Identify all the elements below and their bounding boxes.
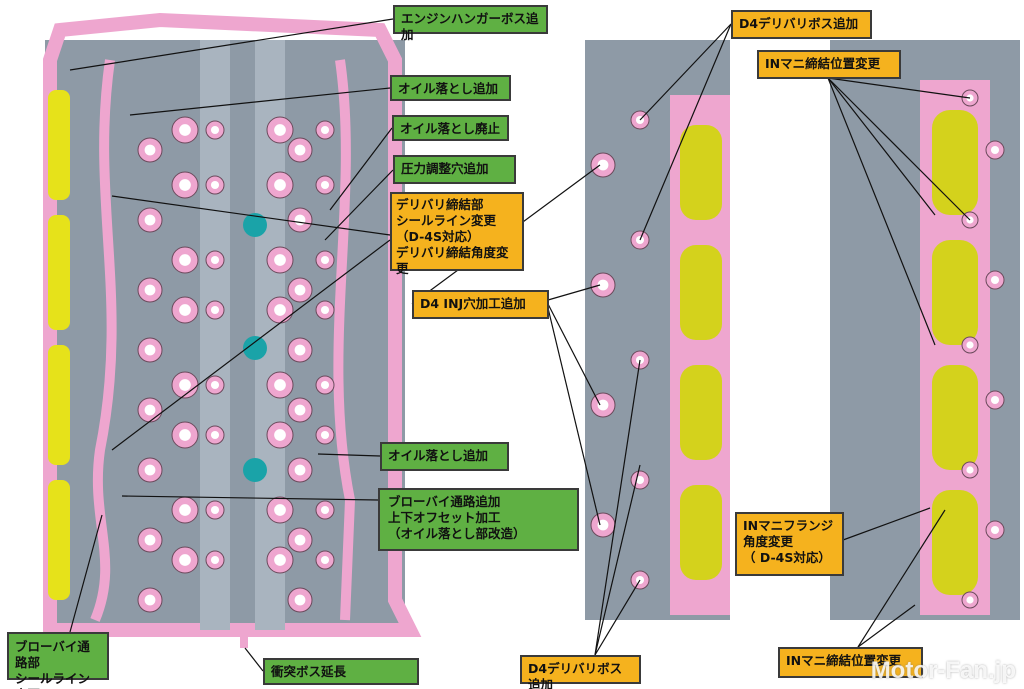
bolt-hole bbox=[597, 519, 609, 531]
label-engine-hanger-boss: エンジンハンガーボス追加 bbox=[393, 5, 548, 42]
bolt-hole bbox=[597, 159, 609, 171]
bolt-hole bbox=[294, 284, 306, 296]
leader-lines bbox=[69, 18, 971, 672]
bolt-hole bbox=[990, 395, 1000, 405]
bolt-hole bbox=[144, 464, 156, 476]
bolt-hole bbox=[179, 554, 191, 566]
cylinder-head-intake-side-view bbox=[585, 40, 730, 620]
label-oil-drain-abolished: オイル落とし廃止 bbox=[392, 115, 509, 141]
bolt-hole bbox=[144, 214, 156, 226]
label-blowby-seal-line: ブローバイ通路部 シールライン変更 bbox=[7, 632, 109, 689]
bolt-hole bbox=[179, 254, 191, 266]
label-in-mani-position-top: INマニ締結位置変更 bbox=[757, 50, 901, 79]
bolt-hole bbox=[274, 124, 286, 136]
label-oil-drain-added-bottom: オイル落とし追加 bbox=[380, 442, 509, 471]
bolt-hole bbox=[179, 179, 191, 191]
label-delivery-joint-change: デリバリ締結部 シールライン変更 （D-4S対応） デリバリ締結角度変更 bbox=[390, 192, 524, 276]
bolt-hole bbox=[210, 255, 220, 265]
bolt-hole bbox=[144, 404, 156, 416]
bolt-hole bbox=[597, 279, 609, 291]
bolt-hole bbox=[294, 464, 306, 476]
bolt-hole bbox=[320, 430, 330, 440]
bolt-hole bbox=[294, 404, 306, 416]
bolt-hole bbox=[990, 275, 1000, 285]
bolt-hole bbox=[144, 594, 156, 606]
bolt-hole bbox=[179, 304, 191, 316]
bolt-hole bbox=[274, 504, 286, 516]
bolt-hole bbox=[274, 379, 286, 391]
bolt-hole bbox=[179, 124, 191, 136]
cylinder-head-top-view bbox=[43, 12, 422, 648]
bolt-hole bbox=[210, 555, 220, 565]
bolt-hole bbox=[210, 180, 220, 190]
bolt-hole bbox=[274, 254, 286, 266]
bolt-hole bbox=[144, 144, 156, 156]
bolt-hole bbox=[294, 344, 306, 356]
bolt-hole bbox=[635, 475, 645, 485]
bolt-hole bbox=[274, 429, 286, 441]
bolt-hole bbox=[210, 505, 220, 515]
bolt-hole bbox=[274, 304, 286, 316]
label-d4-delivery-boss-top: D4デリバリボス追加 bbox=[731, 10, 872, 39]
label-in-mani-position-bottom: INマニ締結位置変更 bbox=[778, 647, 923, 678]
bolt-hole bbox=[990, 145, 1000, 155]
label-d4-delivery-boss-bottom: D4デリバリボス追加 bbox=[520, 655, 641, 689]
cylinder-head-manifold-side-view bbox=[830, 40, 1020, 620]
bolt-hole bbox=[320, 305, 330, 315]
bolt-hole bbox=[210, 125, 220, 135]
bolt-hole bbox=[320, 555, 330, 565]
label-collision-boss: 衝突ボス延長 bbox=[263, 658, 419, 685]
bolt-hole bbox=[179, 429, 191, 441]
bolt-hole bbox=[294, 214, 306, 226]
bolt-hole bbox=[966, 466, 974, 474]
bolt-hole bbox=[320, 255, 330, 265]
bolt-hole bbox=[294, 144, 306, 156]
bolt-hole bbox=[320, 505, 330, 515]
bolt-hole bbox=[320, 380, 330, 390]
label-blowby-passage: ブローバイ通路追加 上下オフセット加工 （オイル落とし部改造） bbox=[378, 488, 579, 551]
bolt-hole bbox=[210, 305, 220, 315]
bolt-hole bbox=[294, 594, 306, 606]
bolt-hole bbox=[597, 399, 609, 411]
bolt-hole bbox=[294, 534, 306, 546]
bolt-hole bbox=[274, 179, 286, 191]
label-oil-drain-added-top: オイル落とし追加 bbox=[390, 75, 511, 101]
bolt-hole bbox=[210, 380, 220, 390]
watermark-logo: Motor-Fan.jp bbox=[870, 657, 1016, 684]
label-d4-inj-hole: D4 INJ穴加工追加 bbox=[412, 290, 549, 319]
label-in-mani-flange-angle: INマニフランジ 角度変更 （ D-4S対応） bbox=[735, 512, 844, 576]
bolt-hole bbox=[990, 525, 1000, 535]
bolt-hole bbox=[274, 554, 286, 566]
bolt-hole bbox=[966, 341, 974, 349]
bolt-hole bbox=[144, 284, 156, 296]
bolt-hole bbox=[210, 430, 220, 440]
label-pressure-hole-added: 圧力調整穴追加 bbox=[393, 155, 516, 184]
bolt-hole bbox=[144, 534, 156, 546]
bolt-hole bbox=[179, 504, 191, 516]
bolt-hole bbox=[320, 125, 330, 135]
bolt-hole bbox=[966, 596, 974, 604]
bolt-hole bbox=[179, 379, 191, 391]
bolt-hole bbox=[144, 344, 156, 356]
bolt-hole bbox=[320, 180, 330, 190]
